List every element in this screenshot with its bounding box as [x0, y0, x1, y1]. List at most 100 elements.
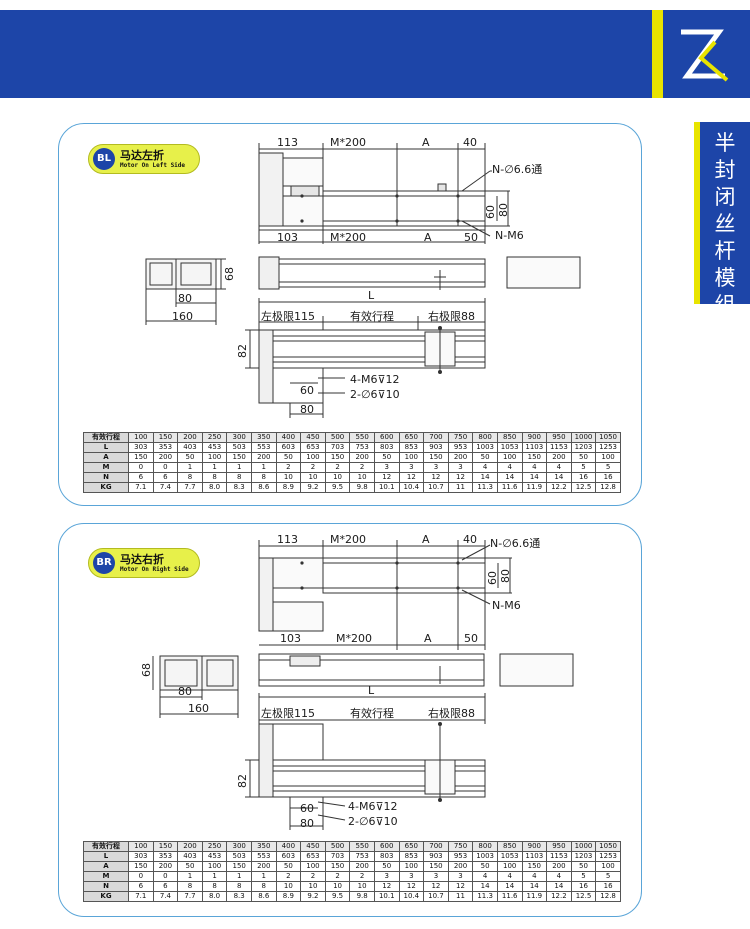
- table-cell: 150: [423, 861, 449, 872]
- row-header: A: [83, 861, 129, 872]
- row-header: N: [83, 881, 129, 892]
- table-cell: 6: [128, 881, 154, 892]
- table-cell: 8: [177, 881, 203, 892]
- table-cell: 1053: [496, 851, 523, 862]
- dim-text: 60: [300, 384, 314, 397]
- stroke-cell: 650: [398, 841, 425, 852]
- table-cell: 4: [521, 871, 548, 882]
- table-cell: 100: [496, 861, 523, 872]
- dim-text: 右极限88: [428, 706, 475, 720]
- side-tab-accent: [694, 122, 700, 304]
- table-cell: 10: [275, 881, 302, 892]
- table-cell: 3: [447, 871, 474, 882]
- table-cell: 8: [201, 881, 228, 892]
- stroke-cell: 350: [250, 841, 277, 852]
- table-cell: 12.5: [570, 891, 597, 902]
- dim-text: 40: [463, 136, 477, 149]
- table-cell: 200: [546, 861, 572, 872]
- table-cell: 50: [373, 861, 400, 872]
- dim-text: 160: [188, 702, 209, 715]
- table-cell: 4: [546, 871, 572, 882]
- dim-text: 80: [178, 685, 192, 698]
- row-header: KG: [83, 482, 129, 493]
- table-cell: 150: [226, 861, 252, 872]
- dim-text: A: [424, 231, 432, 244]
- table-cell: 12: [423, 881, 449, 892]
- table-cell: 1203: [570, 851, 597, 862]
- table-cell: 4: [496, 871, 523, 882]
- table-cell: 14: [472, 881, 498, 892]
- table-cell: 50: [177, 861, 203, 872]
- table-cell: 10: [300, 881, 326, 892]
- table-cell: 1: [226, 871, 252, 882]
- table-cell: 2: [324, 871, 351, 882]
- stroke-cell: 500: [324, 841, 351, 852]
- stroke-cell: 100: [128, 841, 154, 852]
- table-cell: 12.8: [595, 891, 621, 902]
- dim-text: 160: [172, 310, 193, 323]
- badge-br: BR 马达右折 Motor On Right Side: [88, 548, 200, 578]
- stroke-cell: 850: [496, 841, 523, 852]
- table-cell: 12: [373, 881, 400, 892]
- badge-subtitle: Motor On Left Side: [120, 162, 186, 169]
- dim-text: 80: [178, 292, 192, 305]
- table-cell: 100: [300, 861, 326, 872]
- stroke-cell: 800: [472, 841, 498, 852]
- dim-text: M*200: [330, 136, 366, 149]
- dim-text: M*200: [336, 632, 372, 645]
- stroke-cell: 250: [201, 841, 228, 852]
- dim-text: A: [422, 136, 430, 149]
- stroke-cell: 600: [373, 841, 400, 852]
- table-cell: 16: [570, 881, 597, 892]
- table-cell: 10.1: [373, 891, 400, 902]
- side-tab-char: 组: [714, 293, 736, 317]
- table-cell: 150: [521, 861, 548, 872]
- dim-text: M*200: [330, 533, 366, 546]
- stroke-cell: 550: [349, 841, 375, 852]
- table-cell: 8: [250, 881, 277, 892]
- dim-text: 113: [277, 533, 298, 546]
- dim-text: 2-∅6⊽10: [348, 815, 398, 828]
- table-cell: 8: [226, 881, 252, 892]
- dim-text: 103: [280, 632, 301, 645]
- table-cell: 12: [398, 881, 425, 892]
- stroke-cell: 200: [177, 841, 203, 852]
- dim-text: 60: [486, 571, 499, 585]
- table-cell: 11: [447, 891, 474, 902]
- table-cell: 12.8: [595, 482, 621, 493]
- table-cell: 8.9: [275, 891, 302, 902]
- row-header: 有效行程: [83, 841, 129, 852]
- dim-text: 60: [300, 802, 314, 815]
- table-cell: 7.1: [128, 891, 154, 902]
- dim-text: 50: [464, 632, 478, 645]
- table-cell: 803: [373, 851, 400, 862]
- dim-text: 80: [499, 569, 512, 583]
- table-cell: 653: [300, 851, 326, 862]
- table-cell: 9.2: [300, 891, 326, 902]
- dim-text: N-∅6.6通: [492, 163, 542, 176]
- table-cell: 5: [570, 871, 597, 882]
- badge-code: BL: [93, 148, 115, 170]
- table-cell: 150: [324, 861, 351, 872]
- stroke-cell: 950: [546, 841, 572, 852]
- dim-text: 80: [300, 403, 314, 416]
- table-cell: 753: [349, 851, 375, 862]
- table-cell: 1: [177, 871, 203, 882]
- table-cell: 50: [570, 861, 597, 872]
- stroke-cell: 300: [226, 841, 252, 852]
- stroke-cell: 750: [447, 841, 474, 852]
- table-cell: 100: [595, 861, 621, 872]
- table-cell: 50: [472, 861, 498, 872]
- dim-text: 40: [463, 533, 477, 546]
- header-bar: [0, 10, 750, 98]
- side-tab-char: 丝: [714, 212, 736, 236]
- badge-code: BR: [93, 552, 115, 574]
- table-cell: 3: [373, 871, 400, 882]
